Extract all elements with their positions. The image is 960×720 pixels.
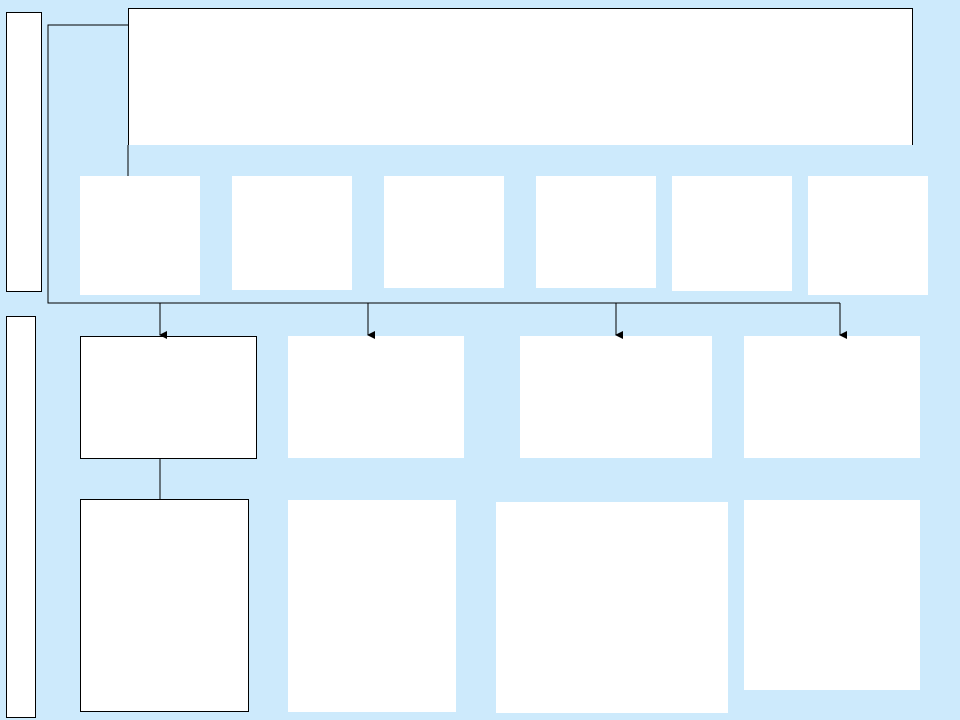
middle-box-1 (80, 336, 257, 459)
bottom-box-3-text (496, 502, 728, 510)
top-box-1-text (80, 176, 200, 184)
top-box-4-text (536, 176, 656, 184)
top-box-5 (672, 176, 792, 291)
header-title-text (129, 9, 912, 17)
bottom-box-4-text (744, 500, 920, 508)
top-box-2-text (232, 176, 352, 184)
bottom-box-3 (496, 502, 728, 713)
header-description-text (129, 47, 912, 55)
top-box-5-text (672, 176, 792, 184)
side-label-lower (6, 316, 36, 718)
bottom-box-4 (744, 500, 920, 690)
middle-box-4 (744, 336, 920, 458)
middle-box-3 (520, 336, 712, 458)
bottom-box-2-text (288, 500, 456, 508)
top-box-3-text (384, 176, 504, 184)
bottom-box-1 (80, 499, 249, 712)
top-box-2 (232, 176, 352, 290)
top-box-3 (384, 176, 504, 288)
top-box-4 (536, 176, 656, 288)
middle-box-4-text (744, 336, 920, 344)
top-box-6-text (808, 176, 928, 184)
side-label-lower-text (7, 317, 35, 325)
middle-box-2-text (288, 336, 464, 344)
header-description-box (128, 47, 913, 145)
top-box-6 (808, 176, 928, 295)
side-label-upper (6, 12, 42, 292)
header-title-box (128, 8, 913, 48)
bottom-box-2 (288, 500, 456, 712)
middle-box-3-text (520, 336, 712, 344)
bottom-box-1-text (81, 500, 248, 508)
middle-box-2 (288, 336, 464, 458)
top-box-1 (80, 176, 200, 295)
middle-box-1-text (81, 337, 256, 345)
side-label-upper-text (7, 13, 41, 21)
